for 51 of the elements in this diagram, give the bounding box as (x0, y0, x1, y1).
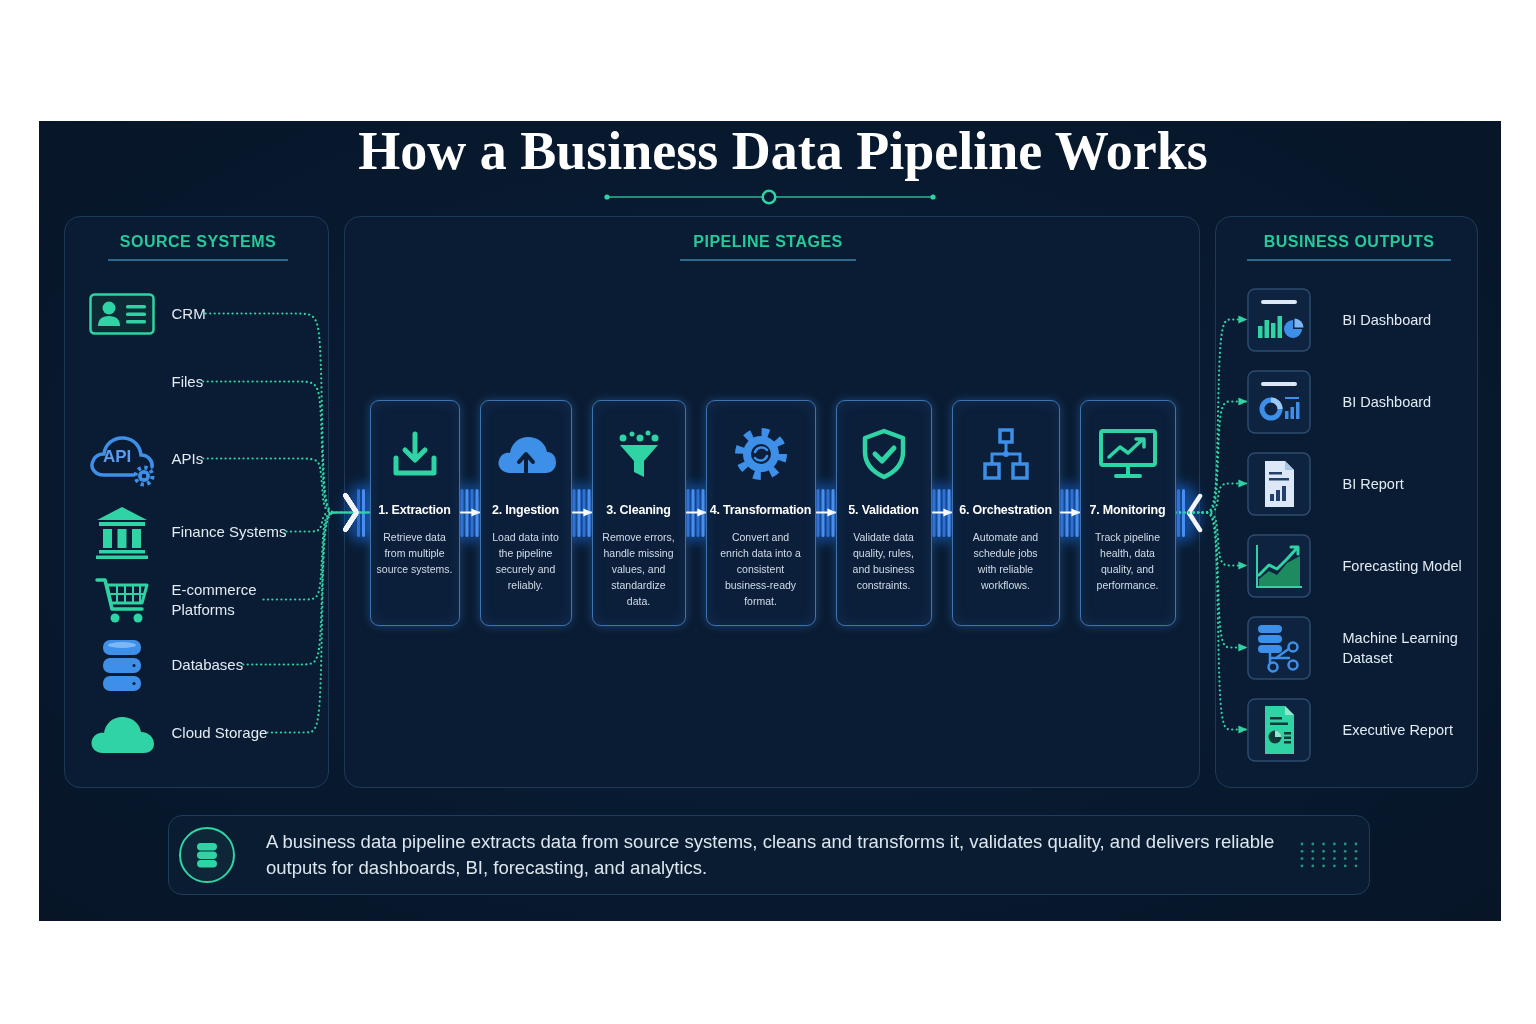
source-label: Finance Systems (171, 521, 287, 542)
stage-description: Validate data quality, rules, and business constraints. (851, 529, 916, 593)
stage-description: Remove errors, handle missing values, and standardize data. (601, 529, 676, 609)
source-label: Cloud Storage (171, 722, 268, 743)
section-panel (344, 216, 1200, 788)
output-label: BI Report (1342, 474, 1404, 494)
summary-text: A business data pipeline extracts data from source systems, cleans and transforms it, validates quality, and delivers reliable outputs for dashboards, BI, forecasting, and analytics. (266, 830, 1276, 880)
section-panel (1215, 216, 1478, 788)
stage-description: Convert and enrich data into a consistent business-ready format. (719, 529, 802, 609)
source-label: Files (171, 371, 204, 392)
dotted-connector (266, 493, 371, 734)
stage-title: 6. Orchestration (959, 502, 1052, 517)
stage-description: Retrieve data from multiple source systems. (375, 529, 454, 577)
stage-description: Load data into the pipeline securely and reliably. (491, 529, 560, 593)
stage-description: Track pipeline health, data quality, and performance. (1094, 529, 1161, 593)
stage-card (835, 399, 932, 626)
stage-title: 4. Transformation (709, 502, 812, 517)
stage-card (705, 399, 816, 626)
arrow (930, 508, 953, 517)
stage-card (591, 399, 686, 626)
arrow (1058, 508, 1081, 517)
icon-text: API (103, 447, 132, 467)
stage-card (479, 399, 572, 626)
stage-description: Automate and schedule jobs with reliable workflows. (971, 529, 1040, 593)
section-heading: PIPELINE STAGES (693, 233, 843, 251)
stage-title: 2. Ingestion (491, 502, 560, 517)
stage-card (1079, 399, 1176, 626)
source-label: APIs (171, 448, 204, 469)
source-label: E-commerce Platforms (171, 579, 258, 620)
output-label: BI Dashboard (1342, 310, 1432, 330)
section-panel (64, 216, 329, 788)
stage-title: 3. Cleaning (606, 502, 671, 517)
output-label: Machine Learning Dataset (1342, 628, 1459, 668)
dotted-connector (1174, 511, 1248, 734)
arrow (814, 508, 837, 517)
stage-title: 1. Extraction (378, 502, 451, 517)
source-label: CRM (171, 303, 206, 324)
output-label: Executive Report (1342, 720, 1453, 740)
summary-box (168, 815, 1370, 895)
stage-title: 7. Monitoring (1089, 502, 1166, 517)
output-label: BI Dashboard (1342, 392, 1432, 412)
stage-card (369, 399, 460, 626)
arrow (458, 508, 481, 517)
source-label: Databases (171, 654, 244, 675)
output-label: Forecasting Model (1342, 556, 1462, 576)
arrow (570, 508, 593, 517)
section-heading: BUSINESS OUTPUTS (1263, 233, 1435, 251)
section-heading: SOURCE SYSTEMS (119, 233, 277, 251)
stage-title: 5. Validation (848, 502, 919, 517)
arrow (684, 508, 707, 517)
stage-card (951, 399, 1060, 626)
